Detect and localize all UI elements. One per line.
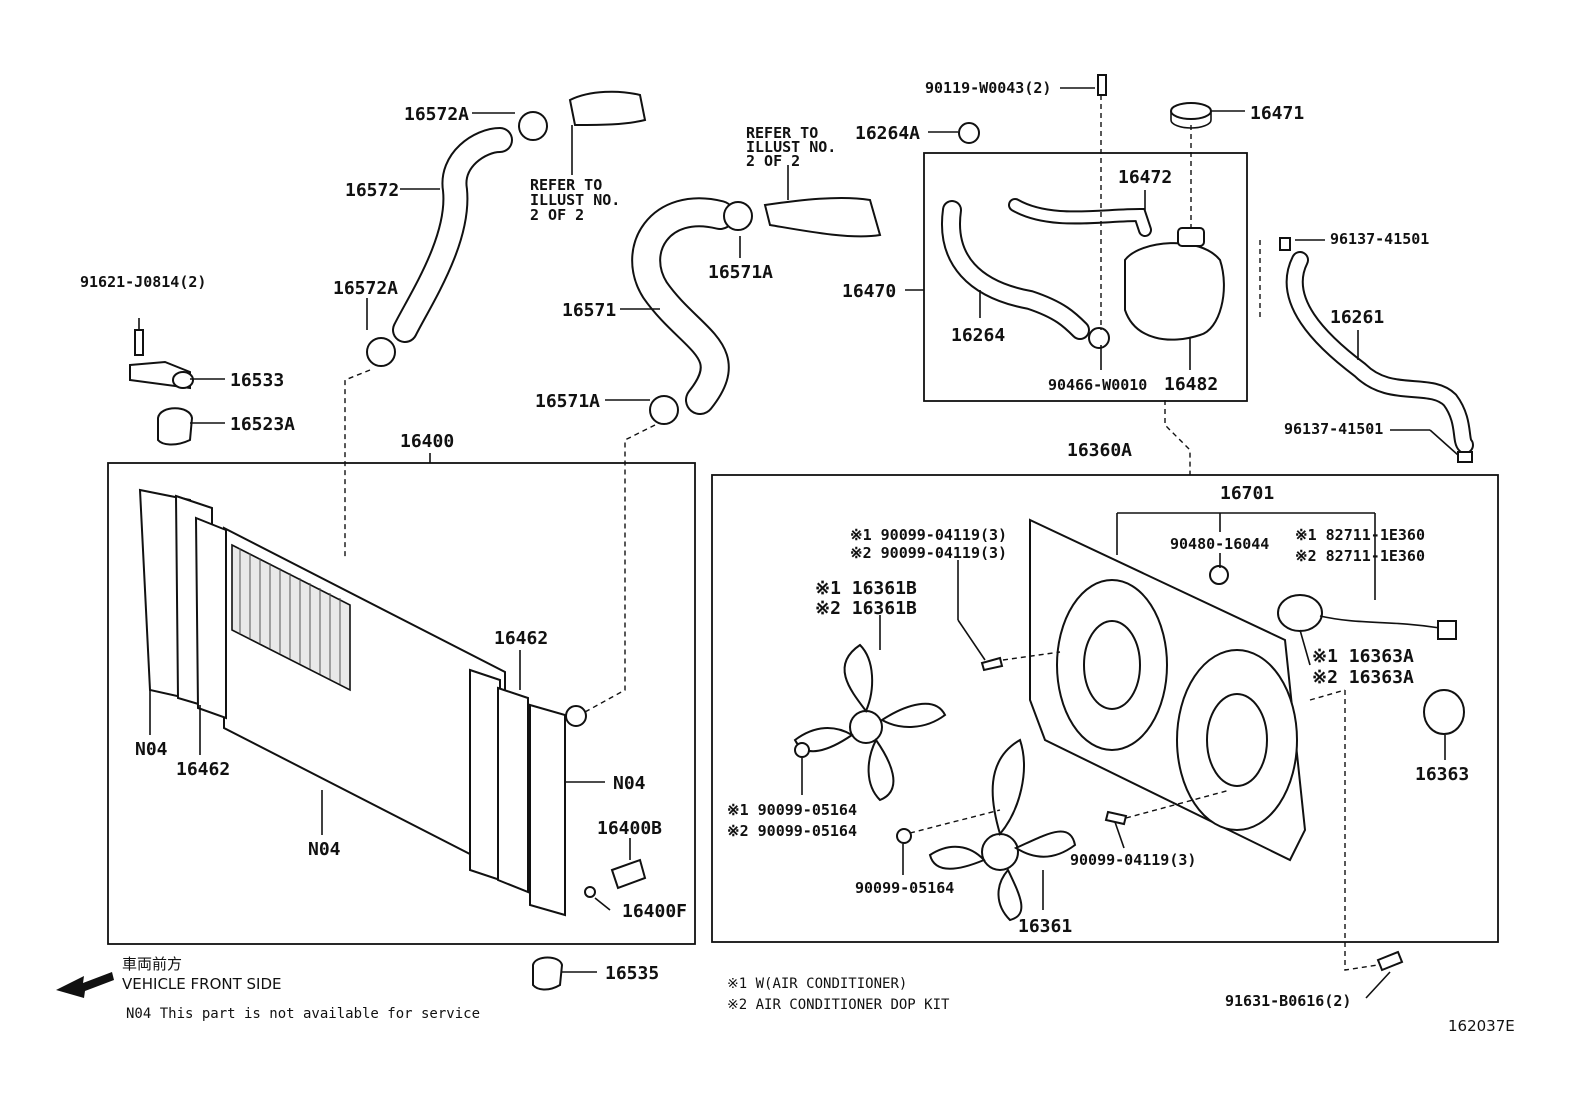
label-16535: 16535 <box>605 963 659 984</box>
label-16462-left: 16462 <box>176 759 230 780</box>
label-16462-right: 16462 <box>494 628 548 649</box>
label-n04-left: N04 <box>135 739 168 760</box>
label-16264: 16264 <box>951 325 1005 346</box>
label-90099-05164: 90099-05164 <box>855 879 954 897</box>
label-m2-90099a: ※2 90099-04119(3) <box>850 544 1007 562</box>
label-m2-16361B: ※2 16361B <box>815 598 917 619</box>
label-m1-16361B: ※1 16361B <box>815 578 917 599</box>
label-m1-90099b: ※1 90099-05164 <box>727 801 857 819</box>
radiator-assembly-box <box>107 462 696 945</box>
label-90466: 90466-W0010 <box>1048 376 1147 394</box>
label-16360A: 16360A <box>1067 440 1132 461</box>
label-90099-04119: 90099-04119(3) <box>1070 851 1196 869</box>
label-16571A-low: 16571A <box>535 391 600 412</box>
mark1-note: ※1 W(AIR CONDITIONER) <box>727 976 907 992</box>
label-90480: 90480-16044 <box>1170 535 1269 553</box>
label-m1-82711: ※1 82711-1E360 <box>1295 526 1425 544</box>
diagram-id: 162037E <box>1448 1017 1515 1035</box>
label-16400F: 16400F <box>622 901 687 922</box>
label-16471: 16471 <box>1250 103 1304 124</box>
label-16572A-low: 16572A <box>333 278 398 299</box>
label-16533: 16533 <box>230 370 284 391</box>
label-91621: 91621-J0814(2) <box>80 273 206 291</box>
label-16363: 16363 <box>1415 764 1469 785</box>
label-90119: 90119-W0043(2) <box>925 79 1051 97</box>
label-96137-low: 96137-41501 <box>1284 420 1383 438</box>
front-en-text: VEHICLE FRONT SIDE <box>122 975 282 993</box>
label-n04-center: N04 <box>308 839 341 860</box>
label-16571: 16571 <box>562 300 616 321</box>
reserve-tank-box <box>923 152 1248 402</box>
label-16400: 16400 <box>400 431 454 452</box>
fan-shroud-illustration <box>793 518 1465 922</box>
label-16261: 16261 <box>1330 307 1384 328</box>
label-m2-90099b: ※2 90099-05164 <box>727 822 857 840</box>
reference-lines <box>344 95 1379 971</box>
label-16572A-top: 16572A <box>404 104 469 125</box>
front-arrow-icon <box>56 972 114 998</box>
label-m1-90099a: ※1 90099-04119(3) <box>850 526 1007 544</box>
mark2-note: ※2 AIR CONDITIONER DOP KIT <box>727 997 950 1013</box>
legend: 車両前方 VEHICLE FRONT SIDE N04 This part is… <box>56 955 1515 1035</box>
label-16523A: 16523A <box>230 414 295 435</box>
leader-lines <box>138 87 1459 999</box>
label-16572: 16572 <box>345 180 399 201</box>
label-96137-top: 96137-41501 <box>1330 230 1429 248</box>
label-16571A-top: 16571A <box>708 262 773 283</box>
hoses-illustration <box>129 74 1474 991</box>
label-n04-right: N04 <box>613 773 646 794</box>
label-91631: 91631-B0616(2) <box>1225 992 1351 1010</box>
radiator-illustration <box>138 488 587 917</box>
fan-shroud-assembly-box <box>711 474 1499 943</box>
front-jp-text: 車両前方 <box>122 955 182 973</box>
label-16701: 16701 <box>1220 483 1274 504</box>
label-16472: 16472 <box>1118 167 1172 188</box>
label-16400B: 16400B <box>597 818 662 839</box>
label-m1-16363A: ※1 16363A <box>1312 646 1414 667</box>
label-m2-82711: ※2 82711-1E360 <box>1295 547 1425 565</box>
label-16264A: 16264A <box>855 123 920 144</box>
label-16482: 16482 <box>1164 374 1218 395</box>
label-16470: 16470 <box>842 281 896 302</box>
label-16361: 16361 <box>1018 916 1072 937</box>
label-m2-16363A: ※2 16363A <box>1312 667 1414 688</box>
n04-note: N04 This part is not available for servi… <box>126 1006 480 1022</box>
